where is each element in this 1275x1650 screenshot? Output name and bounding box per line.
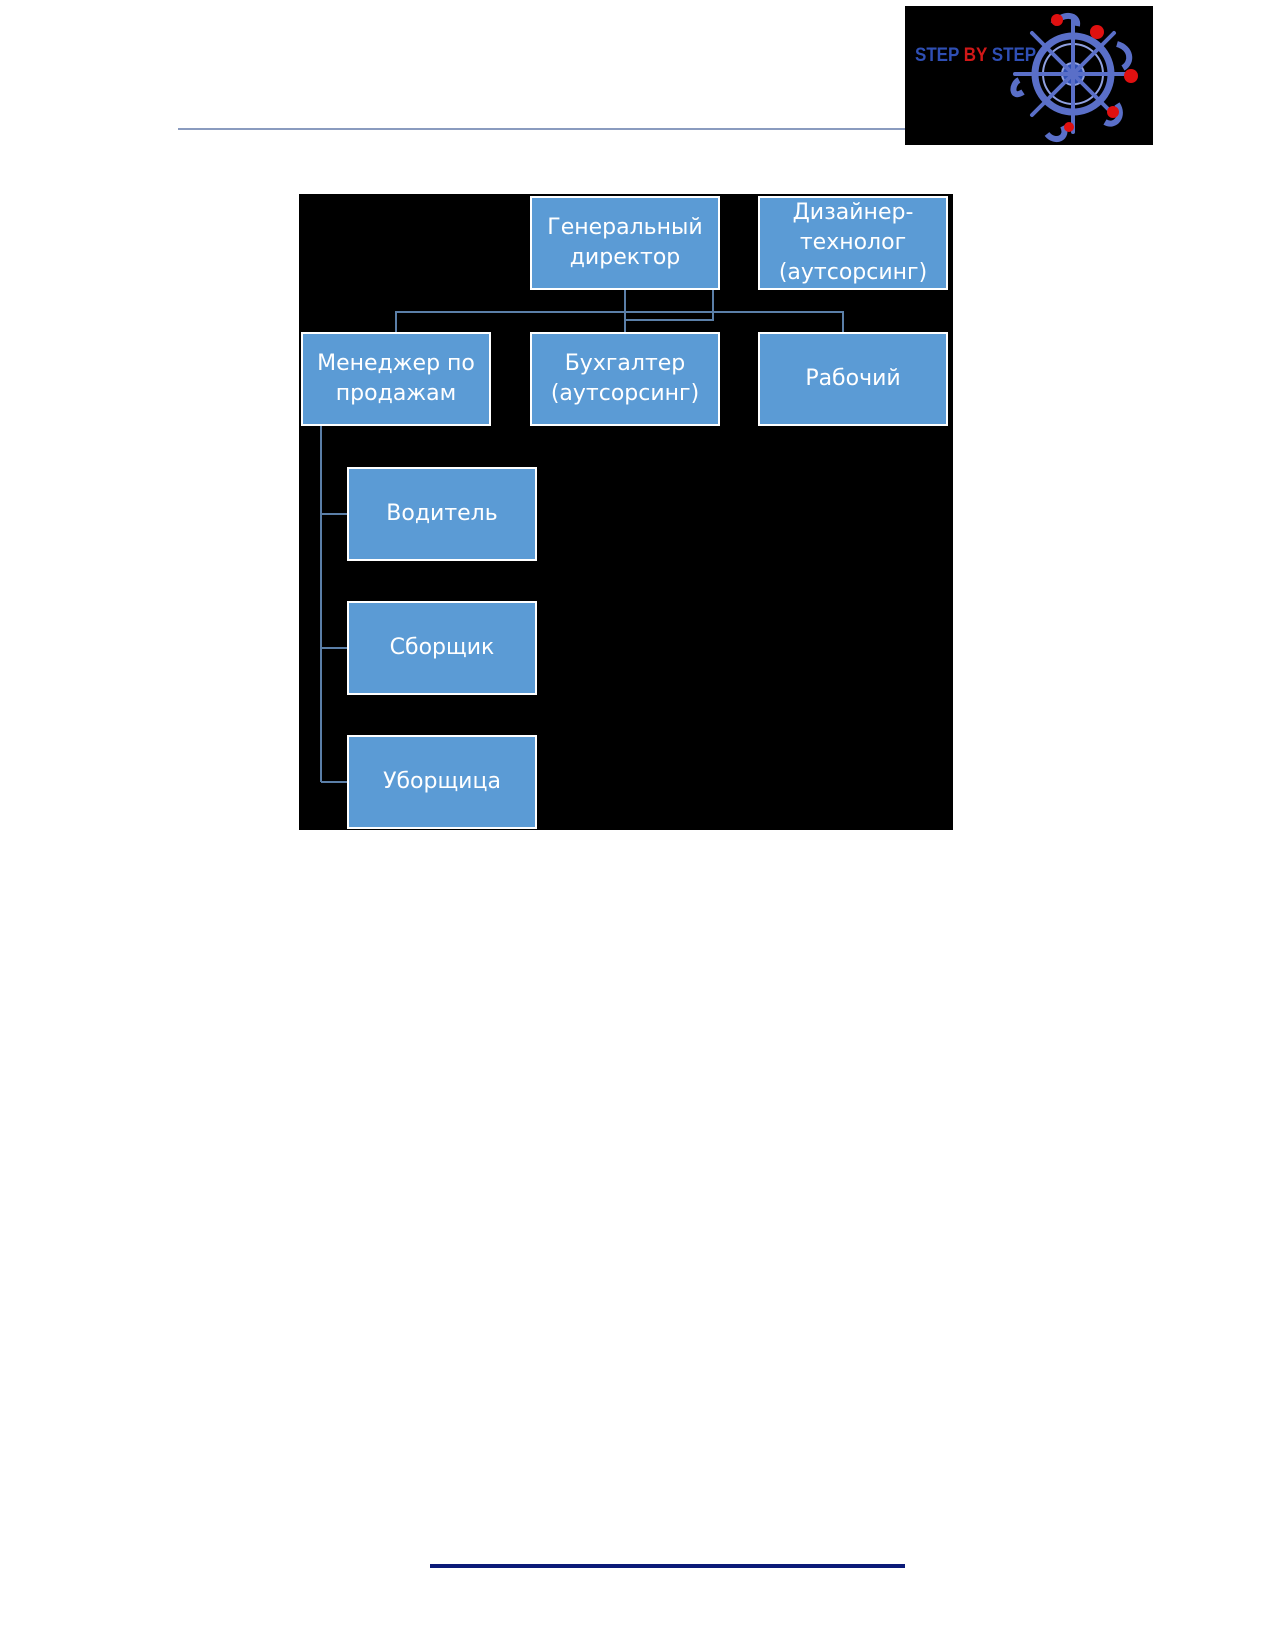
- org-node-sales-manager: Менеджер по продажам: [301, 332, 491, 426]
- org-chart: Генеральный директор Дизайнер- технолог …: [299, 194, 953, 830]
- org-node-worker: Рабочий: [758, 332, 948, 426]
- org-node-designer: Дизайнер- технолог (аутсорсинг): [758, 196, 948, 290]
- connector-ceo-to-level2: [395, 290, 844, 332]
- company-logo: STEP BY STEP: [905, 6, 1153, 145]
- logo-word-by: BY: [964, 43, 992, 65]
- connector-sales-to-staff: [320, 426, 347, 783]
- logo-word-step-2: STEP: [992, 43, 1036, 65]
- org-node-assembler: Сборщик: [347, 601, 537, 695]
- org-chart-connectors: [320, 290, 844, 783]
- org-node-cleaner: Уборщица: [347, 735, 537, 829]
- org-node-driver: Водитель: [347, 467, 537, 561]
- header-rule: [178, 128, 908, 130]
- ship-wheel-icon: STEP BY STEP: [915, 13, 1138, 143]
- footer-rule: [430, 1564, 905, 1568]
- connector-designer-link: [625, 290, 714, 321]
- svg-text:STEP BY STEP: STEP BY STEP: [915, 43, 1036, 65]
- org-node-ceo: Генеральный директор: [530, 196, 720, 290]
- logo-word-step: STEP: [915, 43, 964, 65]
- org-node-accountant: Бухгалтер (аутсорсинг): [530, 332, 720, 426]
